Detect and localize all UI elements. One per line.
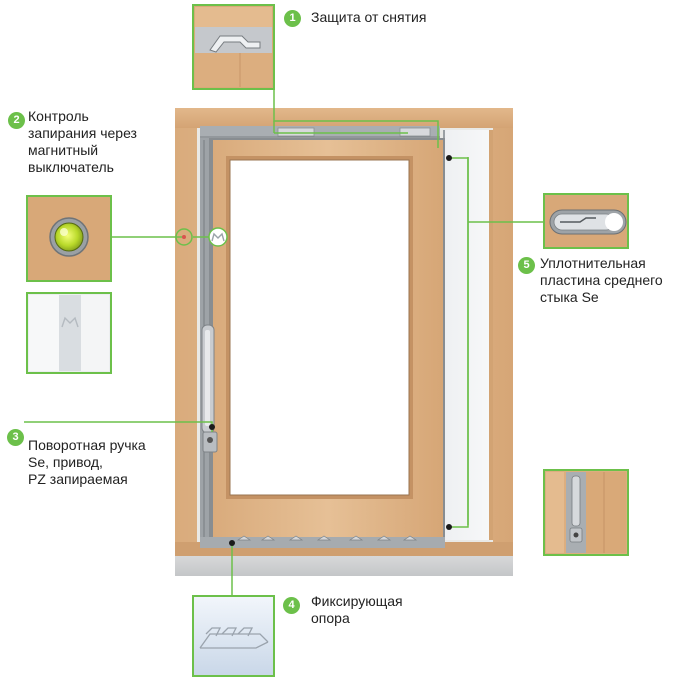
detail-thumbnail-4 xyxy=(192,595,275,677)
detail-thumbnail-2a xyxy=(26,195,112,282)
callout-3-line-3: PZ запираемая xyxy=(28,471,128,487)
callout-label-2: Контроль запирания через магнитный выклю… xyxy=(28,108,137,176)
detail-thumbnail-1 xyxy=(192,4,275,90)
window-sash xyxy=(200,138,445,545)
callout-label-3: Поворотная ручка Se, привод, PZ запираем… xyxy=(28,437,146,488)
magnet-marker-ring xyxy=(175,228,193,246)
callout-1-line-1: Защита от снятия xyxy=(311,9,427,25)
callout-badge-5: 5 xyxy=(518,257,535,274)
leader-markers xyxy=(209,155,452,546)
right-fixed-area xyxy=(444,130,490,540)
callout-label-4: Фиксирующая опора xyxy=(311,593,403,627)
outer-frame-top-rail xyxy=(175,108,513,128)
callout-5-line-1: Уплотнительная xyxy=(540,255,646,271)
callout-5-line-2: пластина среднего xyxy=(540,272,663,288)
callout-2-line-2: запирания через xyxy=(28,125,137,141)
callout-2-line-4: выключатель xyxy=(28,159,114,175)
top-fittings-strip xyxy=(200,126,440,138)
callout-4-line-2: опора xyxy=(311,610,350,626)
detail-thumbnail-2b xyxy=(26,292,112,374)
callout-leader-lines xyxy=(24,88,544,596)
magnet-switch-icon xyxy=(208,227,228,247)
detail-thumbnail-5a xyxy=(543,193,629,249)
callout-5-line-3: стыка Se xyxy=(540,289,599,305)
callout-badge-3: 3 xyxy=(7,429,24,446)
window-handle-drawing xyxy=(201,324,218,453)
callout-3-line-2: Se, привод, xyxy=(28,454,103,470)
leader-line-1 xyxy=(273,88,439,148)
window-sill xyxy=(175,556,513,576)
bottom-fittings-strip xyxy=(200,535,445,548)
detail-thumbnail-5b xyxy=(543,469,629,556)
callout-label-5: Уплотнительная пластина среднего стыка S… xyxy=(540,255,663,306)
glass-pane xyxy=(229,159,410,496)
callout-2-line-1: Контроль xyxy=(28,108,89,124)
callout-2-line-3: магнитный xyxy=(28,142,99,158)
callout-badge-1: 1 xyxy=(284,10,301,27)
callout-badge-4: 4 xyxy=(283,597,300,614)
callout-label-1: Защита от снятия xyxy=(311,9,426,26)
callout-4-line-1: Фиксирующая xyxy=(311,593,403,609)
callout-3-line-1: Поворотная ручка xyxy=(28,437,146,453)
callout-badge-2: 2 xyxy=(8,112,25,129)
